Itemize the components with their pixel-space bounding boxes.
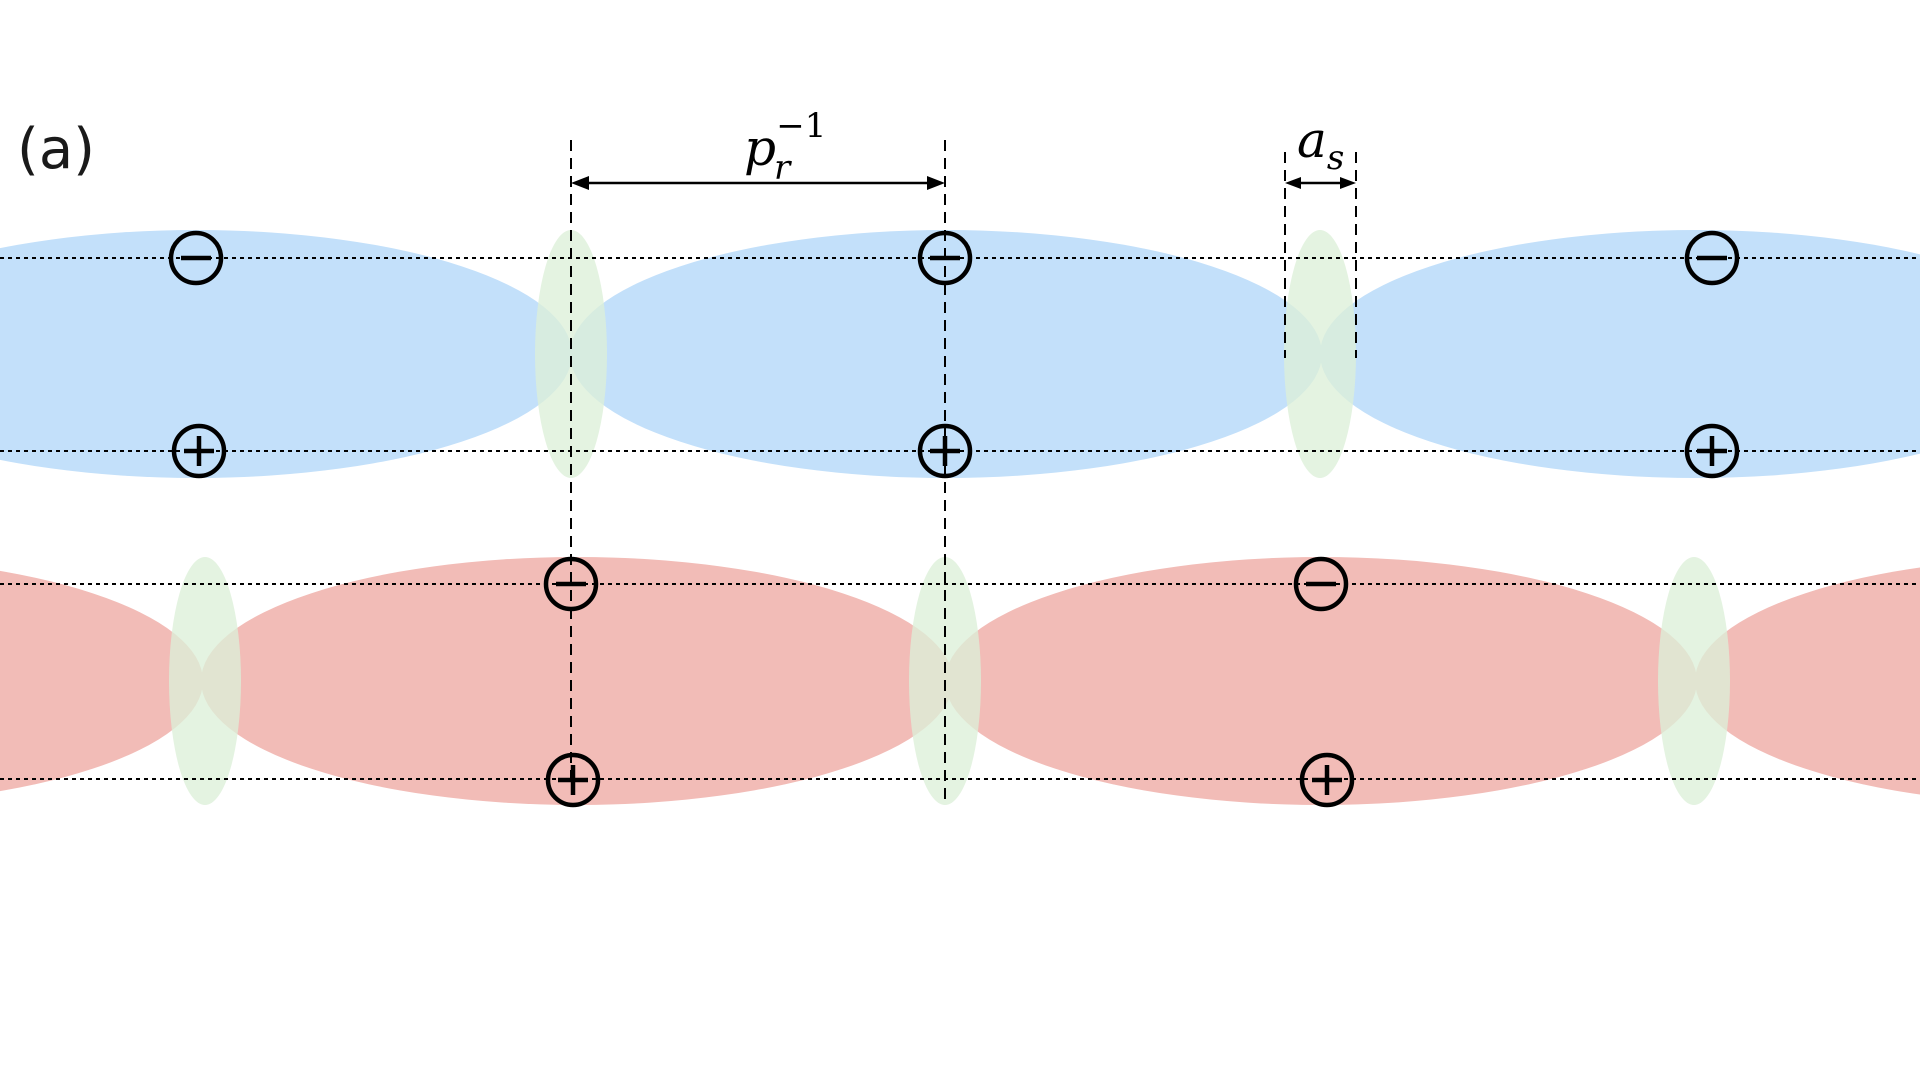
lower-domain-3	[945, 557, 1697, 805]
lower-junction-3	[1658, 557, 1730, 805]
gap-label: as	[1297, 111, 1344, 178]
lower-positive-charge-2	[1299, 752, 1355, 808]
upper-positive-charge-3	[1684, 423, 1740, 479]
period-label-base: p	[744, 119, 776, 177]
period-arrow-right-head	[927, 176, 945, 190]
lower-positive-charge-1	[545, 752, 601, 808]
gap-label-base: a	[1297, 111, 1327, 169]
gap-arrow-right-head	[1340, 177, 1356, 189]
period-label-superscript: −1	[776, 106, 826, 146]
period-arrow-left-head	[571, 176, 589, 190]
upper-negative-charge-3	[1684, 230, 1740, 286]
lower-negative-charge-1	[543, 556, 599, 612]
lower-negative-charge-2	[1293, 556, 1349, 612]
upper-domain-3	[1320, 230, 1920, 478]
upper-positive-charge-2	[917, 423, 973, 479]
panel-label: (a)	[17, 117, 95, 182]
upper-domain-2	[570, 230, 1322, 478]
vertical-dashed-lines	[570, 140, 1357, 802]
lower-domain-2	[201, 557, 953, 805]
period-label: pr−1	[744, 106, 826, 188]
lower-junction-1	[169, 557, 241, 805]
upper-junction-1	[535, 230, 607, 478]
upper-negative-charge-1	[168, 230, 224, 286]
upper-row-domains	[0, 230, 1920, 478]
gap-label-subscript: s	[1327, 138, 1344, 178]
lower-row-domains	[0, 557, 1920, 805]
period-label-subscript: r	[774, 148, 792, 188]
lower-domain-1	[0, 570, 203, 792]
upper-positive-charge-1	[171, 423, 227, 479]
lower-domain-4	[1695, 567, 1920, 795]
upper-domain-1	[0, 230, 572, 478]
gap-arrow-left-head	[1285, 177, 1301, 189]
upper-negative-charge-2	[917, 230, 973, 286]
charge-markers	[168, 230, 1740, 808]
upper-junction-2	[1284, 230, 1356, 478]
dimension-arrows	[571, 176, 1356, 190]
